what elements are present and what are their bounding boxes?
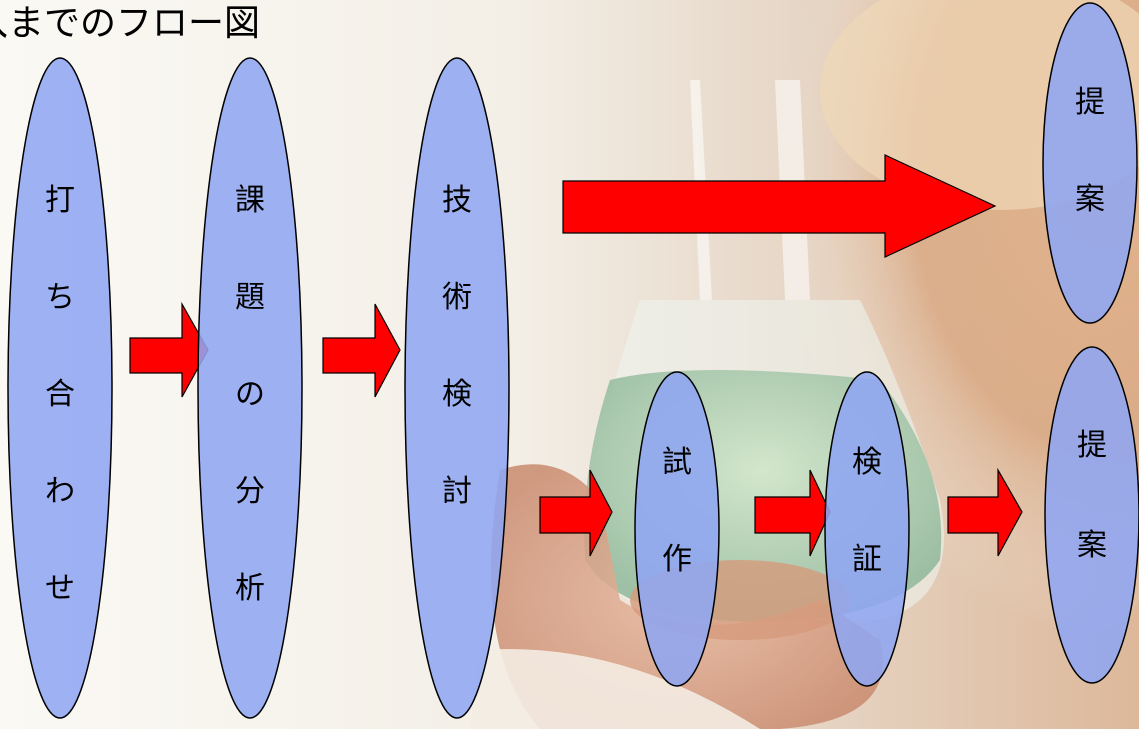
node-ellipse <box>7 57 113 719</box>
node-shisaku: 試作 <box>634 371 720 687</box>
node-label-char: 検 <box>852 445 882 480</box>
node-ellipse <box>634 371 720 687</box>
arrow-kadai-no-bunseki-to-gijutsu-kentou <box>322 303 401 398</box>
node-label-char: 提 <box>1077 428 1107 463</box>
node-label-char: 題 <box>235 280 265 315</box>
node-label-char: 案 <box>1077 528 1107 563</box>
node-label-char: 課 <box>235 183 265 218</box>
node-label-char: 合 <box>45 377 75 412</box>
node-label-char: せ <box>45 571 75 606</box>
node-label-char: 作 <box>662 542 692 577</box>
node-label-char: ち <box>45 280 75 315</box>
node-label-char: 試 <box>662 445 692 480</box>
arrow-gijutsu-kentou-to-shisaku <box>539 469 613 557</box>
node-label-char: 術 <box>442 280 472 315</box>
arrow-kenshou-to-teian-bottom <box>947 467 1023 557</box>
node-label-char: 証 <box>852 542 882 577</box>
node-ellipse <box>197 57 303 719</box>
node-label-char: 討 <box>442 474 472 509</box>
node-label-char: 提 <box>1075 85 1105 120</box>
node-label-char: わ <box>45 474 75 509</box>
arrow-shisaku-to-kenshou <box>754 469 831 557</box>
node-ellipse <box>404 57 510 719</box>
node-label-char: 打 <box>45 183 75 218</box>
node-label-char: 検 <box>442 377 472 412</box>
node-ellipse <box>824 371 910 687</box>
node-label-char: 分 <box>235 474 265 509</box>
node-ellipse <box>1044 346 1139 684</box>
arrow-uchiawase-to-kadai-no-bunseki <box>129 301 209 398</box>
node-label-char: 案 <box>1075 182 1105 217</box>
node-label-char: の <box>235 377 265 412</box>
node-teian-bottom: 提案 <box>1044 346 1139 684</box>
arrow-gijutsu-kentou-to-teian-top <box>562 154 997 258</box>
node-ellipse <box>1042 2 1138 324</box>
page-title: 入までのフロー図 <box>0 3 261 44</box>
node-label-char: 技 <box>442 183 472 218</box>
node-teian-top: 提案 <box>1042 2 1138 324</box>
node-kenshou: 検証 <box>824 371 910 687</box>
node-label-char: 析 <box>235 571 265 606</box>
